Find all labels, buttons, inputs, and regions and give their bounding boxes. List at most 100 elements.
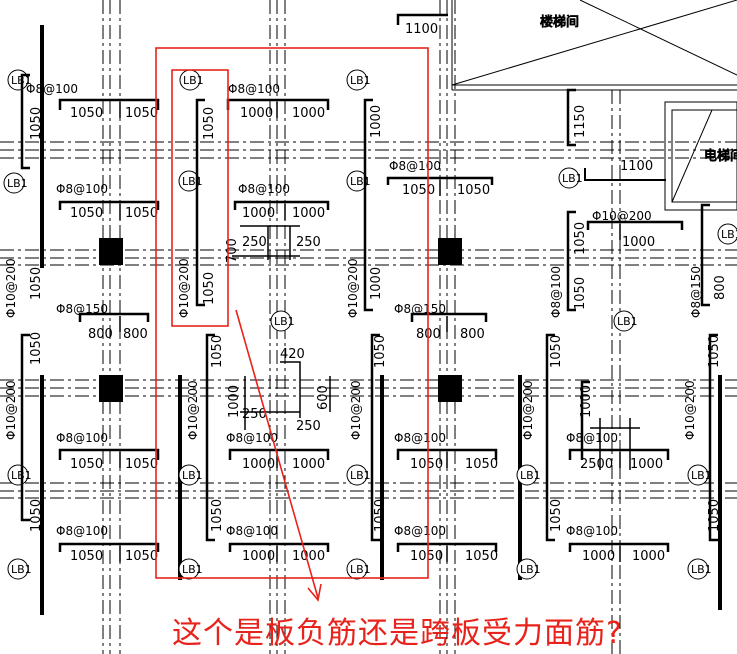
slab-tag: LB1 <box>350 469 371 482</box>
dim-text: 1000 <box>292 549 325 564</box>
dim-text: 1050 <box>202 107 217 140</box>
dim-text: 1050 <box>125 206 158 221</box>
dim-text: 1000 <box>579 385 594 418</box>
elevator-room-label: 电梯间 <box>704 149 737 164</box>
dim-text: 1100 <box>405 22 438 37</box>
dim-text: 1050 <box>573 222 588 255</box>
rebar-label: Φ8@100 <box>394 431 446 445</box>
dim-text: 1050 <box>410 457 443 472</box>
slab-tag: LB1 <box>183 74 204 87</box>
slab-tag: LB1 <box>350 74 371 87</box>
rebar-label: Φ8@150 <box>56 302 108 316</box>
rebar-label: Φ10@200 <box>521 380 535 440</box>
dim-text: 1050 <box>125 106 158 121</box>
dim-text: 1000 <box>292 457 325 472</box>
rebar-label: Φ10@200 <box>349 380 363 440</box>
dim-text: 1050 <box>29 332 44 365</box>
rebar-label: Φ8@100 <box>549 266 563 318</box>
dim-text: 250 <box>296 235 321 250</box>
dim-text: 1050 <box>402 183 435 198</box>
slab-tag: LB1 <box>520 469 541 482</box>
rebar-label: Φ8@100 <box>228 82 280 96</box>
dim-text: 800 <box>123 327 148 342</box>
dim-text: 1000 <box>242 549 275 564</box>
dim-text: 1050 <box>210 335 225 368</box>
rebar-labels-vertical: Φ10@200 Φ10@200 Φ10@200 Φ8@100 Φ8@150 Φ1… <box>4 258 703 440</box>
dim-text: 800 <box>713 275 728 300</box>
dims-horizontal: 1100 1050 1050 1000 1000 1100 1050 1050 … <box>70 22 665 564</box>
rebar-horizontal <box>58 13 684 552</box>
rebar-labels: Φ8@100 Φ8@100 Φ8@100 Φ8@100 Φ8@100 Φ10@2… <box>26 82 652 538</box>
slab-tag: LB1 <box>11 563 32 576</box>
slab-tag: LB1 <box>691 469 712 482</box>
rebar-label: Φ10@200 <box>683 380 697 440</box>
slab-tag: LB1 <box>721 228 737 241</box>
dim-text: 1100 <box>620 159 653 174</box>
columns <box>99 238 462 402</box>
dim-text: 1050 <box>29 267 44 300</box>
slab-tag: LB1 <box>350 175 371 188</box>
dim-text: 250 <box>242 407 267 422</box>
dim-text: 1050 <box>373 335 388 368</box>
rebar-label: Φ8@100 <box>226 524 278 538</box>
dim-text: 1000 <box>369 105 384 138</box>
dim-text: 1050 <box>210 499 225 532</box>
dim-text: 1050 <box>707 499 722 532</box>
dim-text: 1050 <box>70 549 103 564</box>
dim-text: 1050 <box>373 499 388 532</box>
rebar-vertical <box>20 73 718 542</box>
dim-text: 1050 <box>125 549 158 564</box>
dim-text: 1050 <box>70 106 103 121</box>
dim-text: 1150 <box>573 105 588 138</box>
dim-text: 800 <box>460 327 485 342</box>
rebar-label: Φ8@100 <box>226 431 278 445</box>
dim-text: 2500 <box>580 457 613 472</box>
dim-text: 1000 <box>369 267 384 300</box>
dim-text: 1000 <box>227 385 242 418</box>
slab-tag: LB1 <box>617 315 638 328</box>
rebar-label: Φ10@200 <box>346 258 360 318</box>
slab-tag: LB1 <box>182 563 203 576</box>
dim-text: 1000 <box>242 457 275 472</box>
rebar-ticks <box>119 102 621 562</box>
dim-text: 1050 <box>202 272 217 305</box>
rebar-label: Φ8@100 <box>56 431 108 445</box>
dim-text: 800 <box>88 327 113 342</box>
rebar-label: Φ10@200 <box>186 380 200 440</box>
opening-dims <box>232 225 640 470</box>
annotation-arrow-head <box>307 583 322 602</box>
rebar-label: Φ8@100 <box>26 82 78 96</box>
dim-text: 1000 <box>292 206 325 221</box>
rebar-label: Φ8@100 <box>566 431 618 445</box>
dim-text: 1050 <box>125 457 158 472</box>
dim-text: 420 <box>280 347 305 362</box>
dim-text: 250 <box>242 235 267 250</box>
dim-text: 1000 <box>630 457 663 472</box>
rebar-label: Φ8@100 <box>56 524 108 538</box>
rebar-label: Φ8@100 <box>566 524 618 538</box>
dim-text: 1000 <box>582 549 615 564</box>
annotation-question: 这个是板负筋还是跨板受力面筋? <box>172 616 623 651</box>
highlight-box-inner <box>171 69 229 327</box>
rebar-label: Φ10@200 <box>4 258 18 318</box>
rebar-label: Φ8@150 <box>394 302 446 316</box>
dim-text: 1050 <box>707 335 722 368</box>
dim-text: 1000 <box>292 106 325 121</box>
dims-vertical: 1050 1050 1000 1150 1050 1050 1000 1050 … <box>29 105 728 532</box>
stair-room: 楼梯间 <box>451 0 737 91</box>
dim-text: 1050 <box>549 499 564 532</box>
rebar-label: Φ10@200 <box>592 209 652 223</box>
slab-tag: LB1 <box>520 563 541 576</box>
dim-text: 1050 <box>70 206 103 221</box>
dim-text: 1050 <box>465 457 498 472</box>
rebar-label: Φ10@200 <box>4 380 18 440</box>
annotation-arrow-line <box>235 309 319 599</box>
slab-tag: LB1 <box>7 177 28 190</box>
stair-room-label: 楼梯间 <box>540 15 579 30</box>
dim-text: 600 <box>316 385 331 410</box>
dim-text: 250 <box>296 419 321 434</box>
slab-tag: LB1 <box>182 469 203 482</box>
rebar-label: Φ8@100 <box>238 182 290 196</box>
